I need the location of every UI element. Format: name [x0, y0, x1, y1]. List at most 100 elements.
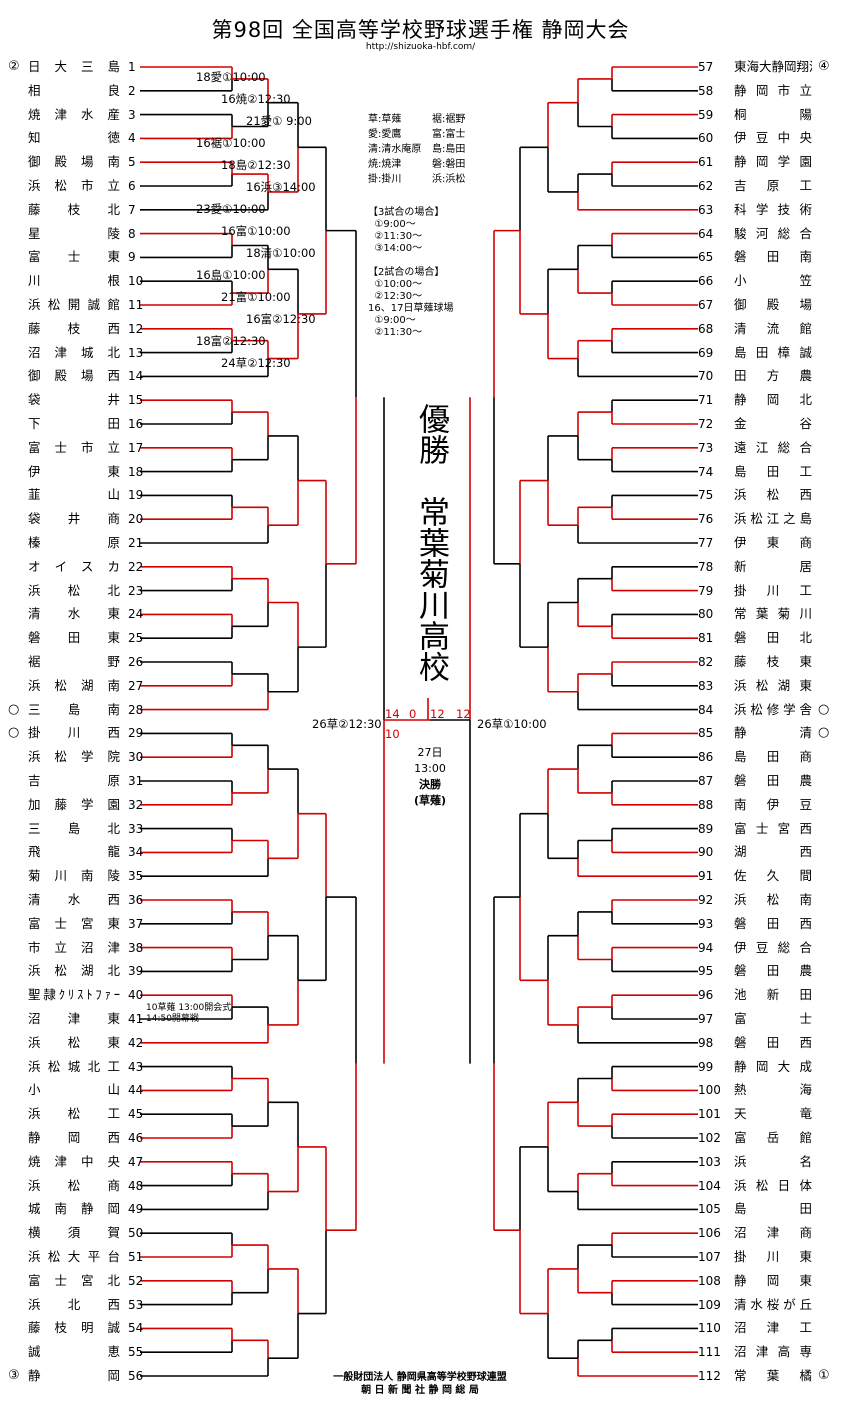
team-number: 93 — [698, 916, 714, 931]
team-number: 37 — [128, 916, 144, 931]
team-name: 沼津城北 — [28, 344, 120, 360]
team-number: 110 — [698, 1321, 721, 1336]
team-number: 92 — [698, 893, 714, 907]
team-name: 富士宮北 — [28, 1272, 120, 1288]
team-name: 沼津東 — [28, 1011, 120, 1026]
team-name: 加藤学園 — [28, 796, 120, 812]
team-number: 17 — [128, 440, 144, 455]
final-score: 10 — [385, 727, 400, 741]
team-number: 65 — [698, 250, 714, 265]
team-name: 静岡 — [28, 1368, 120, 1383]
team-name: 富士宮東 — [28, 915, 120, 931]
team-number: 55 — [128, 1345, 144, 1360]
team-number: 56 — [128, 1369, 144, 1383]
game-label: 16浜③14:00 — [246, 180, 316, 194]
seed-mark: ○ — [818, 701, 830, 717]
team-name: 浜松大平台 — [28, 1249, 120, 1264]
team-57: 57東海大静岡翔洋④ — [698, 55, 838, 79]
team-name: 磐田西 — [734, 915, 812, 931]
team-name: 吉原 — [28, 773, 120, 788]
team-number: 34 — [128, 845, 144, 860]
team-name: 三島北 — [28, 820, 120, 836]
team-name: 静清 — [734, 725, 812, 741]
team-name: 富士市立 — [28, 439, 120, 455]
team-name: 東海大静岡翔洋 — [734, 59, 812, 74]
team-name: 飛龍 — [28, 844, 120, 860]
team-name: 相良 — [28, 82, 120, 98]
team-17: 富士市立 17 — [8, 436, 143, 460]
team-number: 96 — [698, 988, 714, 1003]
team-number: 71 — [698, 393, 714, 408]
team-name: 誠恵 — [28, 1344, 120, 1360]
team-number: 58 — [698, 83, 714, 98]
team-name: 湖西 — [734, 844, 812, 860]
team-name: 浜松日体 — [734, 1177, 812, 1193]
game-label: 16島①10:00 — [196, 268, 266, 282]
team-number: 75 — [698, 488, 714, 503]
team-number: 87 — [698, 774, 714, 788]
team-number: 63 — [698, 202, 714, 217]
team-number: 11 — [128, 298, 144, 312]
team-name: 榛原 — [28, 535, 120, 550]
team-name: 常葉橘 — [734, 1368, 812, 1383]
site-url[interactable]: http://shizuoka-hbf.com/ — [365, 42, 476, 52]
team-name: 金谷 — [734, 416, 812, 431]
team-name: 島田樟誠 — [734, 344, 812, 360]
team-number: 80 — [698, 607, 714, 622]
team-number: 112 — [698, 1369, 721, 1383]
team-number: 14 — [128, 369, 144, 384]
team-41: 沼津東 41 — [8, 1007, 143, 1031]
team-number: 46 — [128, 1131, 144, 1145]
team-name: 磐田農 — [734, 963, 812, 979]
team-name: 掛川工 — [734, 582, 812, 598]
team-name: 掛川西 — [28, 725, 120, 741]
team-number: 22 — [128, 559, 144, 574]
team-number: 97 — [698, 1012, 714, 1026]
team-number: 41 — [128, 1012, 144, 1026]
team-name: 浜松市立 — [28, 178, 120, 193]
team-34: 飛龍 34 — [8, 840, 143, 864]
game-label: 21愛① 9:00 — [246, 114, 312, 128]
opening-note: 10草薙 13:00開会式 14:50開幕戦 — [146, 1003, 232, 1024]
seed-mark: ○ — [818, 725, 830, 741]
team-name: 藤枝西 — [28, 320, 120, 336]
team-name: 浜松西 — [734, 487, 812, 503]
team-number: 39 — [128, 964, 144, 979]
team-name: 焼津中央 — [28, 1153, 120, 1169]
team-number: 6 — [128, 179, 136, 193]
team-name: 佐久間 — [734, 868, 812, 884]
team-number: 66 — [698, 274, 714, 289]
team-number: 16 — [128, 417, 144, 431]
final-info: 27日 13:00 決勝 (草薙) — [390, 745, 470, 809]
semi-label-left: 26草②12:30 — [312, 717, 382, 731]
team-name: 浜北西 — [28, 1296, 120, 1312]
team-number: 23 — [128, 583, 144, 598]
team-number: 51 — [128, 1250, 144, 1264]
team-name: 焼津水産 — [28, 106, 120, 122]
